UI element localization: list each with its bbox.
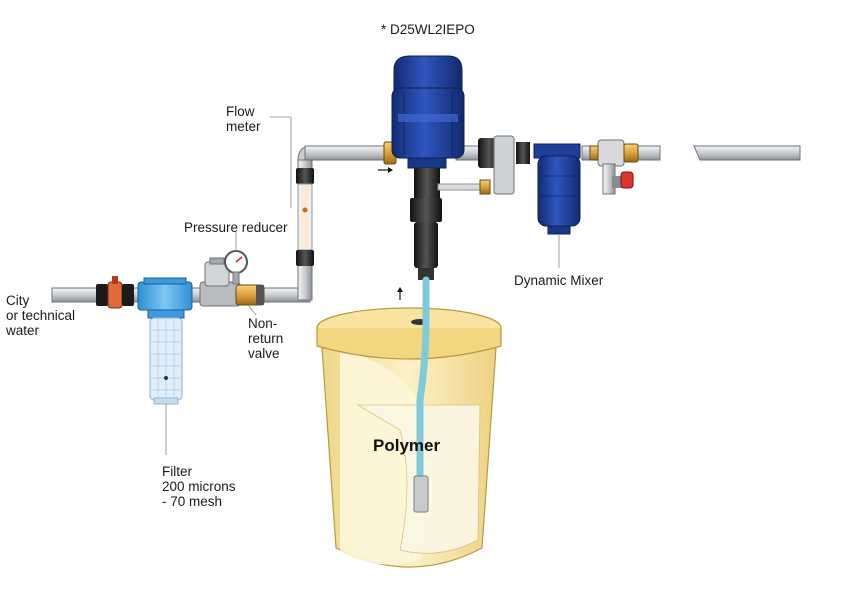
non-return-label-line3: valve (248, 346, 280, 361)
pressure-reducer-label: Pressure reducer (184, 220, 288, 235)
dynamic-mixer-label: Dynamic Mixer (514, 273, 604, 288)
filter-label-line3: - 70 mesh (162, 494, 223, 509)
model-label: * D25WL2IEPO (381, 22, 475, 37)
city-water-label-line1: City (6, 293, 30, 308)
flow-meter (270, 116, 314, 266)
non-return-valve (235, 284, 265, 316)
polymer-label: Polymer (373, 436, 441, 455)
city-water-label-line3: water (6, 323, 40, 338)
filter-label-line2: 200 microns (162, 479, 236, 494)
filter-label-line1: Filter (162, 464, 192, 479)
dosing-pump (383, 55, 491, 280)
city-water-label-line2: or technical (6, 308, 76, 323)
suction-arrow-icon (397, 287, 403, 300)
flow-meter-label-line1: Flow (226, 104, 255, 119)
flow-arrow-icon (378, 167, 393, 173)
filter-housing (137, 277, 193, 455)
outlet-pipe (693, 145, 801, 161)
pressure-reducer (199, 232, 248, 307)
suction-tube (413, 276, 430, 513)
non-return-label-line2: return (248, 331, 284, 346)
injection-block (478, 135, 530, 195)
shutoff-valve (96, 276, 134, 309)
drain-valve (612, 171, 634, 189)
bypass-tee (589, 139, 639, 195)
flow-meter-label-line2: meter (226, 119, 261, 134)
non-return-label-line1: Non- (248, 316, 278, 331)
dynamic-mixer (533, 143, 581, 268)
